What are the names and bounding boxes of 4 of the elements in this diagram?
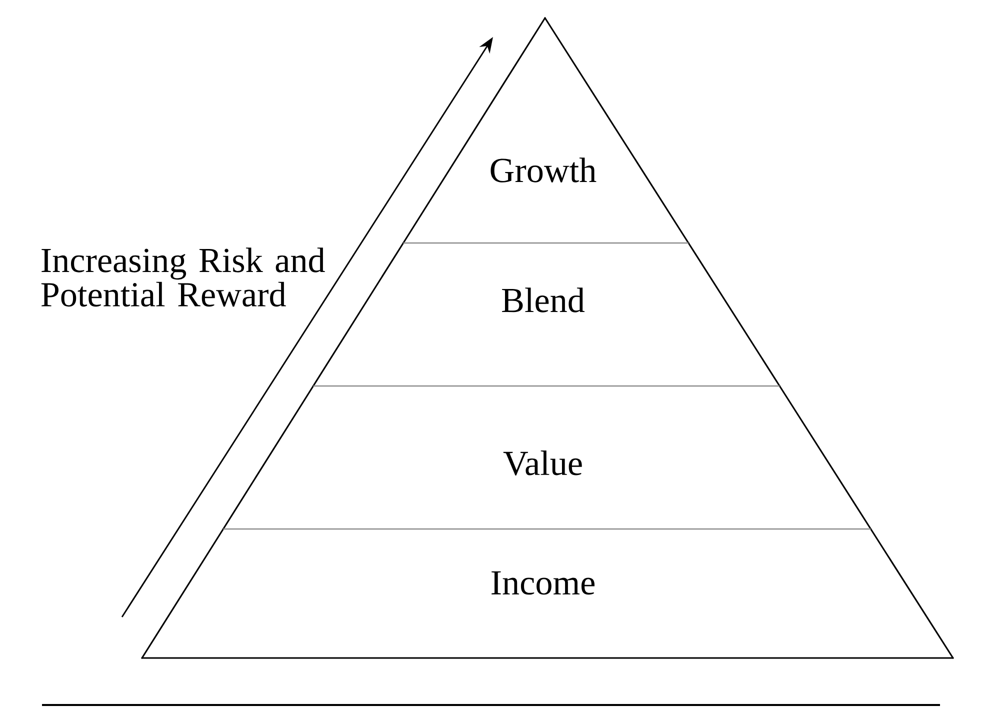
pyramid-level: Value (222, 385, 872, 530)
pyramid-level: Income (141, 528, 954, 659)
side-label: Increasing Risk and Potential Reward (41, 248, 325, 307)
pyramid-level: Growth (402, 17, 690, 244)
